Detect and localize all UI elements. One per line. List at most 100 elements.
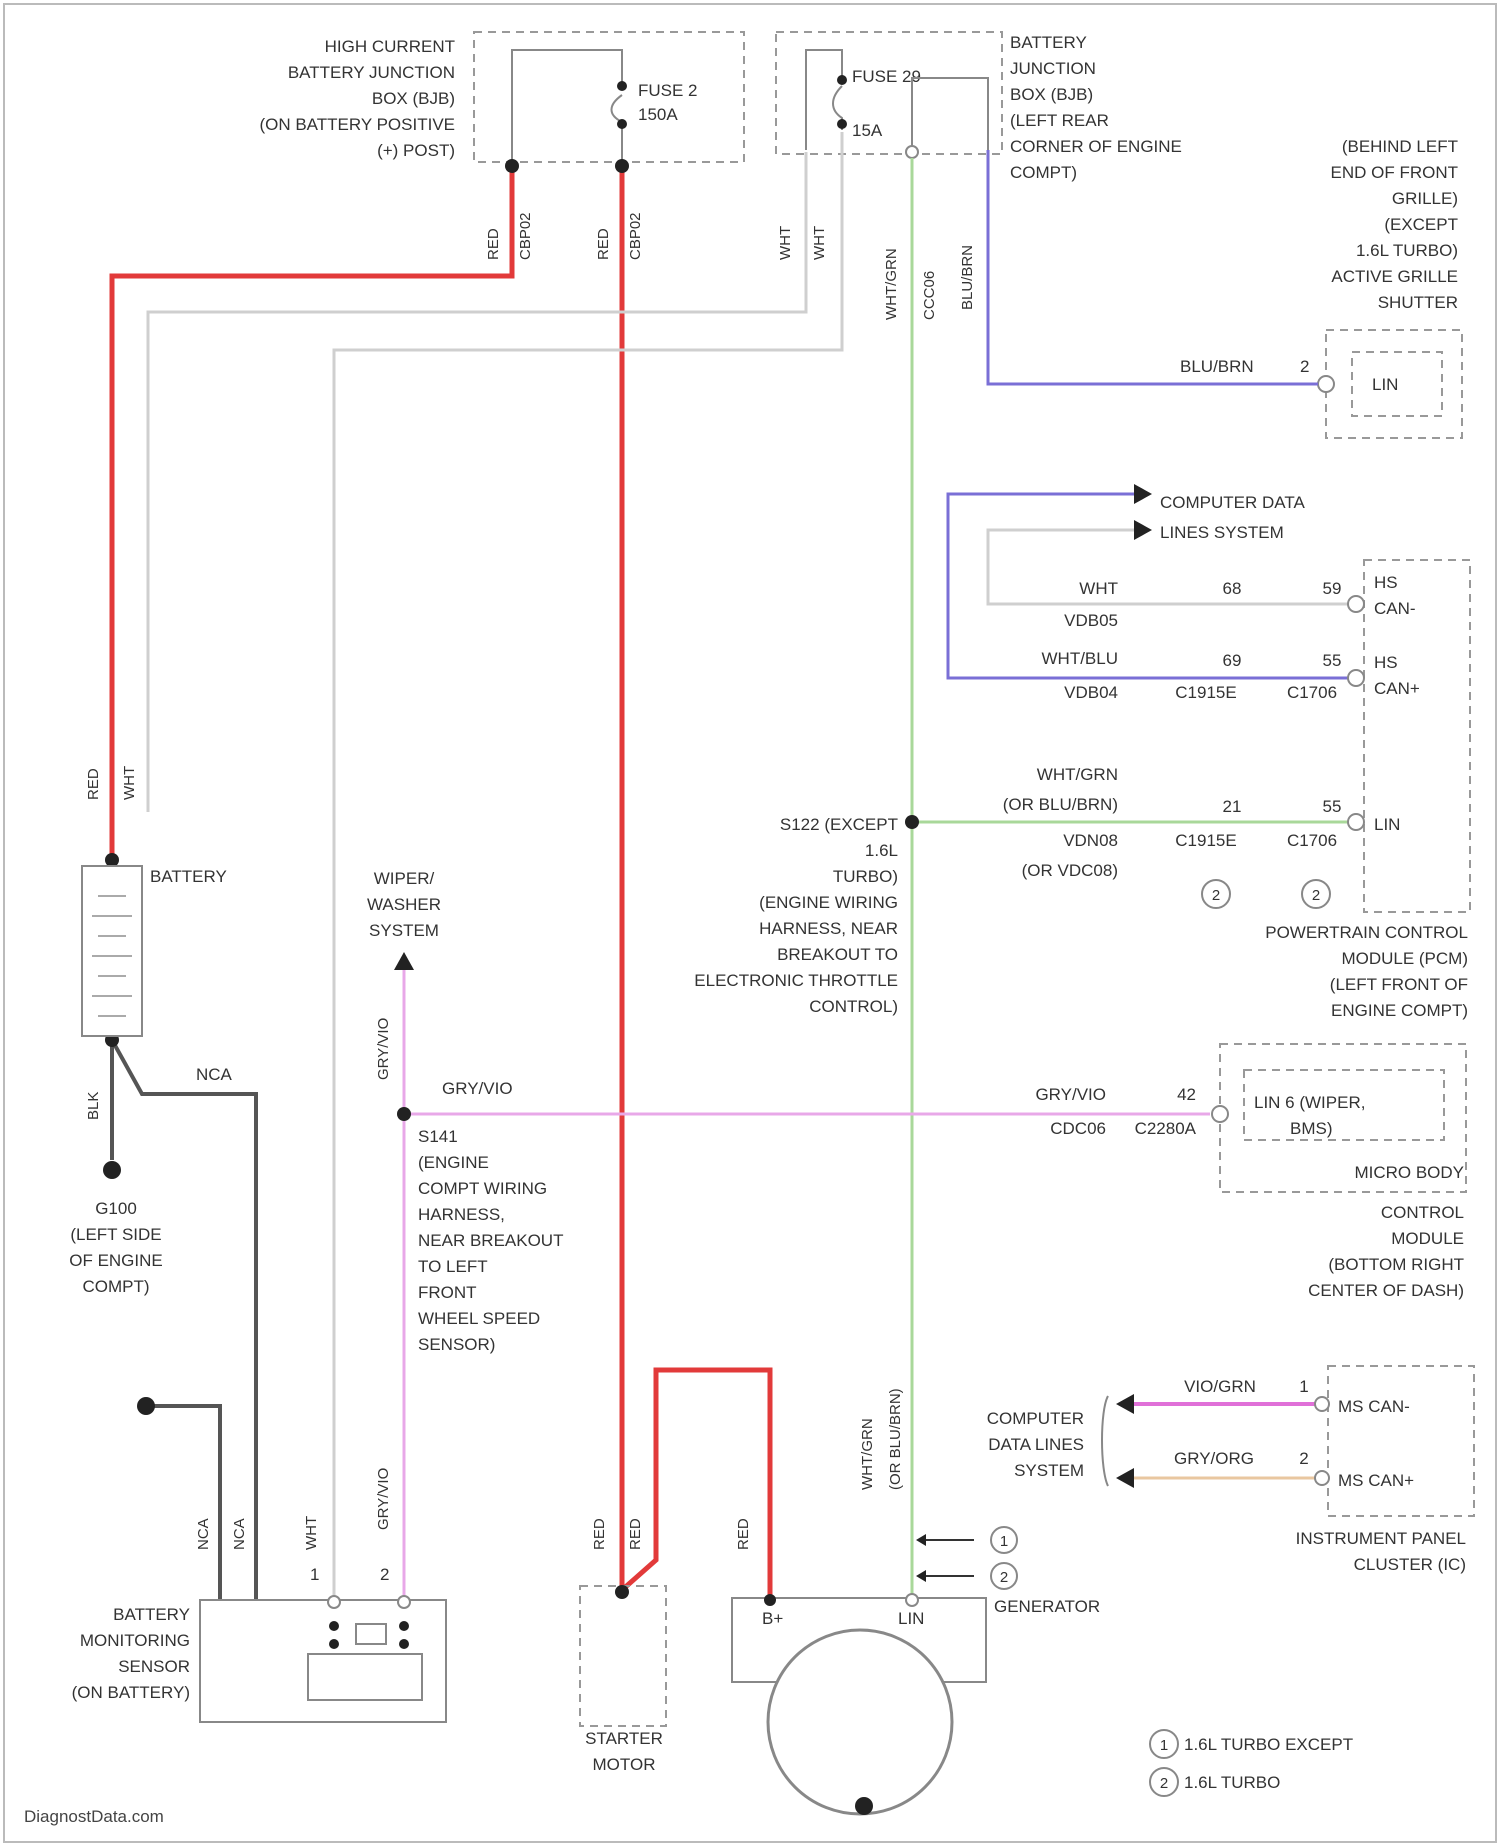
svg-text:WHT/GRN: WHT/GRN <box>859 1418 876 1490</box>
svg-text:42: 42 <box>1177 1085 1196 1104</box>
nca-wire-1 <box>112 1040 256 1600</box>
ipc-data-line-2: DATA LINES <box>988 1435 1084 1454</box>
svg-text:WHEEL SPEED: WHEEL SPEED <box>418 1309 540 1328</box>
s141-line-3: COMPT WIRING <box>418 1179 547 1198</box>
battery-label: BATTERY <box>150 867 227 886</box>
wire-label-wht-battery: WHT <box>121 766 138 800</box>
svg-text:RED: RED <box>595 228 612 260</box>
pcm-line-4: ENGINE COMPT) <box>1331 1001 1468 1020</box>
svg-text:1: 1 <box>310 1565 319 1584</box>
svg-text:LIN 6 (WIPER,: LIN 6 (WIPER, <box>1254 1093 1365 1112</box>
ipc-data-line-1: COMPUTER <box>987 1409 1084 1428</box>
svg-text:C1706: C1706 <box>1287 683 1337 702</box>
grille-line-5: 1.6L TURBO) <box>1356 241 1458 260</box>
svg-text:SYSTEM: SYSTEM <box>1014 1461 1084 1480</box>
svg-text:1.6L TURBO): 1.6L TURBO) <box>1356 241 1458 260</box>
svg-text:GENERATOR: GENERATOR <box>994 1597 1100 1616</box>
nca-wire-2 <box>146 1406 220 1600</box>
svg-text:BATTERY: BATTERY <box>1010 33 1087 52</box>
micro-body-control-module: GRY/VIO CDC06 C2280A 42 LIN 6 (WIPER, BM… <box>1035 1044 1466 1300</box>
bcm-line-4: (BOTTOM RIGHT <box>1328 1255 1464 1274</box>
wire-label-cbp02-2: CBP02 <box>627 212 644 260</box>
svg-text:ELECTRONIC THROTTLE: ELECTRONIC THROTTLE <box>694 971 898 990</box>
ipc-pin-label-can-plus: MS CAN+ <box>1338 1471 1414 1490</box>
bms-line-1: BATTERY <box>113 1605 190 1624</box>
bms-pin-2: 2 <box>380 1565 389 1584</box>
svg-text:(EXCEPT: (EXCEPT <box>1384 215 1458 234</box>
svg-text:21: 21 <box>1223 797 1242 816</box>
hcbjb-line-2: BATTERY JUNCTION <box>288 63 455 82</box>
fuse-2-label: FUSE 2 <box>638 81 698 100</box>
svg-text:HARNESS, NEAR: HARNESS, NEAR <box>759 919 898 938</box>
svg-text:WIPER/: WIPER/ <box>374 869 435 888</box>
svg-text:RED: RED <box>85 768 102 800</box>
svg-text:C1915E: C1915E <box>1175 683 1236 702</box>
grille-line-2: END OF FRONT <box>1331 163 1459 182</box>
svg-text:JUNCTION: JUNCTION <box>1010 59 1096 78</box>
svg-text:1: 1 <box>1160 1737 1168 1754</box>
pcm-line-2: MODULE (PCM) <box>1341 949 1468 968</box>
pcm-line-3: (LEFT FRONT OF <box>1330 975 1468 994</box>
generator: B+ LIN GENERATOR 1 2 <box>732 1527 1100 1815</box>
bms-line-3: SENSOR <box>118 1657 190 1676</box>
svg-text:RED: RED <box>627 1518 644 1550</box>
pcm-pin-59: 59 <box>1323 579 1342 598</box>
svg-text:COMPUTER DATA: COMPUTER DATA <box>1160 493 1305 512</box>
svg-text:CLUSTER (IC): CLUSTER (IC) <box>1354 1555 1466 1574</box>
svg-text:CBP02: CBP02 <box>517 212 534 260</box>
svg-text:BREAKOUT TO: BREAKOUT TO <box>777 945 898 964</box>
wiper-line-1: WIPER/ <box>374 869 435 888</box>
svg-text:COMPT): COMPT) <box>1010 163 1077 182</box>
svg-text:S122 (EXCEPT: S122 (EXCEPT <box>780 815 898 834</box>
svg-text:CBP02: CBP02 <box>627 212 644 260</box>
fuse-29-rating: 15A <box>852 121 883 140</box>
pcm-pin-21: 21 <box>1223 797 1242 816</box>
svg-text:2: 2 <box>1299 1449 1308 1468</box>
wire-label-red-1: RED <box>485 228 502 260</box>
pcm-pin-can-plus: CAN+ <box>1374 679 1420 698</box>
svg-text:RED: RED <box>735 1518 752 1550</box>
s122-line-8: CONTROL) <box>809 997 898 1016</box>
hcbjb-line-4: (ON BATTERY POSITIVE <box>259 115 455 134</box>
ipc-pin-2: 2 <box>1299 1449 1308 1468</box>
svg-text:HS: HS <box>1374 653 1398 672</box>
svg-text:ENGINE COMPT): ENGINE COMPT) <box>1331 1001 1468 1020</box>
data-lines-line-1: COMPUTER DATA <box>1160 493 1305 512</box>
bms-line-4: (ON BATTERY) <box>72 1683 190 1702</box>
wire-label-cbp02-1: CBP02 <box>517 212 534 260</box>
svg-text:ACTIVE GRILLE: ACTIVE GRILLE <box>1331 267 1458 286</box>
s122-splice-label: S122 (EXCEPT 1.6L TURBO) (ENGINE WIRING … <box>694 815 898 1016</box>
battery-monitoring-sensor: 1 2 BATTERY MONITORING SENSOR (ON BATTER… <box>72 1565 446 1722</box>
ipc-line-1: INSTRUMENT PANEL <box>1296 1529 1466 1548</box>
legend: 1 1.6L TURBO EXCEPT 2 1.6L TURBO <box>1150 1730 1353 1796</box>
s141-line-7: FRONT <box>418 1283 477 1302</box>
svg-text:OF ENGINE: OF ENGINE <box>69 1251 163 1270</box>
wire-label-wht-grn-gen: WHT/GRN <box>859 1418 876 1490</box>
svg-text:S141: S141 <box>418 1127 458 1146</box>
svg-text:(OR BLU/BRN): (OR BLU/BRN) <box>1003 795 1118 814</box>
svg-text:WHT: WHT <box>811 226 828 260</box>
svg-text:BLK: BLK <box>85 1092 102 1120</box>
hcbjb-line-3: BOX (BJB) <box>372 89 455 108</box>
svg-text:HIGH CURRENT: HIGH CURRENT <box>325 37 455 56</box>
bjb-line-4: (LEFT REAR <box>1010 111 1109 130</box>
svg-text:WHT/BLU: WHT/BLU <box>1042 649 1119 668</box>
svg-text:MS CAN-: MS CAN- <box>1338 1397 1410 1416</box>
svg-text:TO LEFT: TO LEFT <box>418 1257 488 1276</box>
bcm-line-2: CONTROL <box>1381 1203 1464 1222</box>
wiper-washer-system: WIPER/ WASHER SYSTEM <box>367 869 441 970</box>
svg-text:BATTERY: BATTERY <box>113 1605 190 1624</box>
s122-line-3: TURBO) <box>833 867 898 886</box>
wire-label-nca-1: NCA <box>195 1518 212 1550</box>
ipc-data-line-3: SYSTEM <box>1014 1461 1084 1480</box>
bjb-line-6: COMPT) <box>1010 163 1077 182</box>
pcm-line-1: POWERTRAIN CONTROL <box>1265 923 1468 942</box>
bcm-wire-gry-vio: GRY/VIO <box>1035 1085 1106 1104</box>
g100-line-1: G100 <box>95 1199 137 1218</box>
s141-line-6: TO LEFT <box>418 1257 488 1276</box>
grille-line-1: (BEHIND LEFT <box>1342 137 1458 156</box>
g100-ground-dot <box>103 1161 121 1179</box>
svg-text:COMPT): COMPT) <box>82 1277 149 1296</box>
wire-label-blu-brn: BLU/BRN <box>959 245 976 310</box>
